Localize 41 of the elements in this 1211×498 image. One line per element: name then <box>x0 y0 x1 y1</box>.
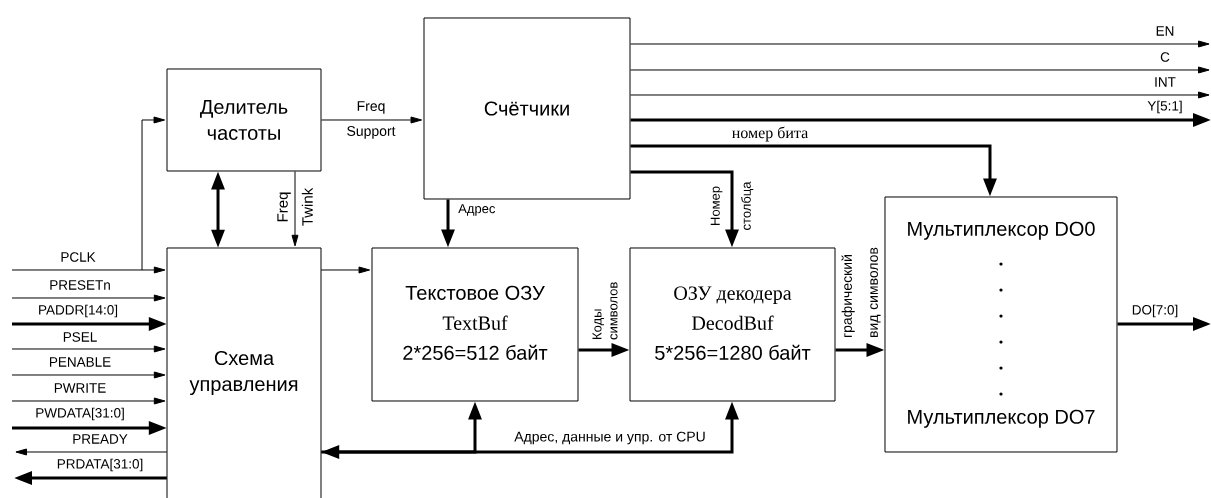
block-box: Схема управления <box>166 247 322 498</box>
edge-label: PRDATA[31:0] <box>57 458 143 472</box>
block-box: Делитель частоты <box>166 68 322 172</box>
edge-label: PRESETn <box>50 280 110 290</box>
edge-label: C <box>1160 52 1170 62</box>
edge-label: Freq Twink <box>277 187 313 226</box>
arrow <box>321 116 423 124</box>
arrow <box>11 294 166 302</box>
arrow <box>630 66 1210 74</box>
edge-label: PWRITE <box>54 383 106 393</box>
arrow <box>291 171 299 247</box>
edge-label: PSEL <box>63 332 97 342</box>
edge-label: PWDATA[31:0] <box>36 407 124 421</box>
arrow <box>141 116 166 271</box>
arrow <box>320 266 371 274</box>
block-box: ОЗУ декодера DecodBuf 5*256=1280 байт <box>629 247 836 402</box>
edge-label: PREADY <box>73 434 128 444</box>
edge-label: INT <box>1155 77 1176 87</box>
arrow <box>11 397 166 405</box>
block-box: Счётчики <box>423 17 631 200</box>
edge-label: Коды символов <box>592 282 618 340</box>
edge-label: DO[7:0] <box>1132 304 1178 318</box>
arrow <box>630 40 1210 48</box>
edge-label: номер бита <box>732 126 808 142</box>
edge-label: Адрес, данные и упр. от CPU <box>514 431 705 445</box>
edge-label: Адрес <box>458 204 496 216</box>
arrow <box>630 91 1210 99</box>
arrow <box>11 345 166 353</box>
arrow <box>15 448 168 456</box>
edge-label: Y[5:1] <box>1147 100 1182 114</box>
edge-label: PENABLE <box>50 357 111 367</box>
edge-label: Номер столбца <box>710 181 754 230</box>
arrow <box>11 371 166 379</box>
edge-label: EN <box>1156 26 1174 36</box>
edge-label: PADDR[14:0] <box>39 304 118 318</box>
edge-label: PCLK <box>61 252 96 262</box>
edge-label: Freq Support <box>347 101 396 139</box>
block-box: Текстовое ОЗУ TextBuf 2*256=512 байт <box>371 247 579 402</box>
arrow <box>11 266 166 274</box>
block-box: Мультиплексор DO0 Мультиплексор DO7 <box>884 196 1118 453</box>
edge-label: графический вид символов <box>841 247 881 337</box>
